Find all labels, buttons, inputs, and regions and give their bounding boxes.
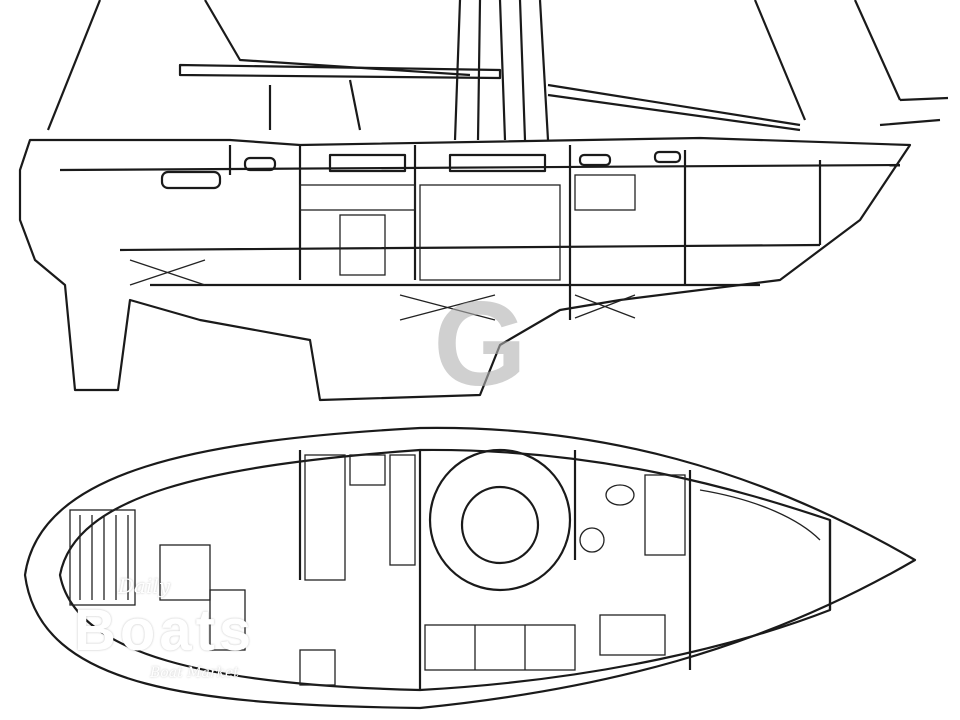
sheer-line: [59, 163, 901, 172]
backstay: [46, 0, 102, 131]
cabin-window: [328, 153, 407, 173]
plan-view: [23, 426, 917, 710]
profile-view: [18, 0, 949, 402]
galley-sink: [389, 454, 416, 566]
galley-counter: [304, 454, 346, 581]
bulkheads: [298, 450, 692, 690]
helm: [159, 544, 211, 601]
stove: [339, 214, 386, 276]
bulkheads: [228, 145, 822, 320]
stanchions: [268, 79, 362, 131]
head-sink: [605, 484, 635, 506]
watermark-subtext: Boat Market: [150, 665, 239, 681]
masts: [453, 0, 550, 141]
deck-lines: [119, 243, 821, 287]
mainsail-edge: [204, 0, 471, 77]
porthole: [578, 153, 612, 167]
saloon-table: [460, 485, 540, 565]
boom: [178, 63, 502, 80]
settee: [424, 624, 576, 671]
deck-outline: [23, 426, 917, 710]
settee-round: [428, 448, 572, 592]
porthole: [653, 150, 682, 164]
locker: [299, 649, 336, 686]
hull-outline: [18, 136, 912, 402]
watermark-g-logo: G: [433, 277, 526, 411]
settee-cushions: [474, 625, 526, 670]
porthole: [160, 170, 222, 190]
locker: [599, 614, 666, 656]
watermark-logo-text: Boats: [74, 598, 256, 663]
stove-top: [349, 454, 386, 486]
saloon: [419, 184, 561, 281]
shower: [644, 474, 686, 556]
bowsprit: [879, 96, 949, 127]
cabinet: [574, 174, 636, 211]
cockpit-grating: [69, 509, 136, 606]
porthole: [243, 156, 277, 172]
cabinet: [299, 184, 416, 211]
cross-bracing: [129, 259, 636, 321]
vberth-line: [699, 489, 821, 541]
toilet: [579, 527, 605, 553]
jib-boom: [547, 83, 801, 132]
headsail: [753, 0, 902, 121]
watermark-small-text: Daily: [118, 574, 171, 598]
cabin-window: [448, 153, 547, 173]
grating-slats: [79, 515, 129, 600]
companionway-steps: [209, 589, 246, 651]
